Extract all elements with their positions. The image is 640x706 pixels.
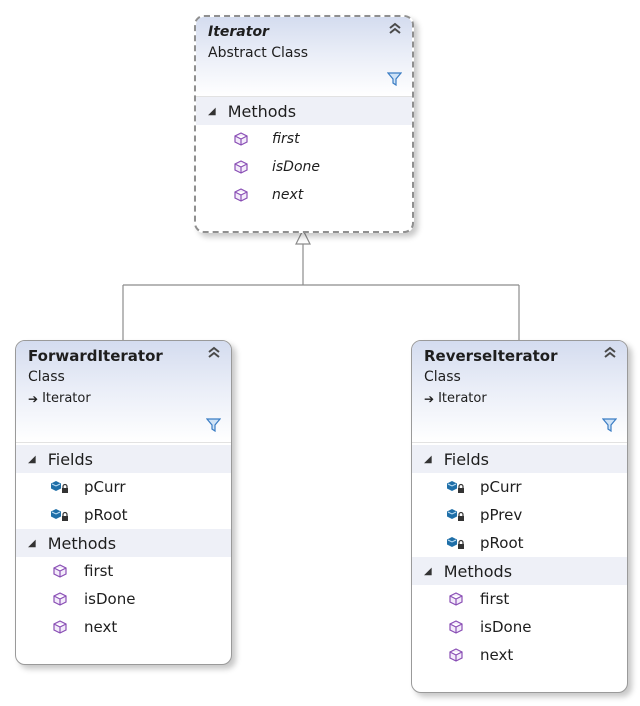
- section-title: Methods: [443, 561, 513, 581]
- method-name: first: [272, 131, 300, 147]
- method-item[interactable]: isDone: [16, 585, 231, 613]
- method-name: next: [272, 187, 304, 203]
- method-cube-icon: [438, 592, 474, 606]
- field-item[interactable]: pRoot: [412, 529, 627, 557]
- field-name: pRoot: [84, 506, 128, 524]
- class-iterator[interactable]: Iterator Abstract Class ◢ Methods first …: [194, 15, 414, 233]
- method-item[interactable]: first: [16, 557, 231, 585]
- method-cube-icon: [438, 620, 474, 634]
- fields-section-header[interactable]: ◢ Fields: [16, 445, 231, 473]
- method-item[interactable]: isDone: [196, 153, 412, 181]
- inheritance-arrow-icon: ➔: [28, 392, 39, 406]
- field-name: pRoot: [480, 534, 524, 552]
- methods-section-header[interactable]: ◢ Methods: [412, 557, 627, 585]
- base-class-name: Iterator: [438, 391, 487, 406]
- method-item[interactable]: first: [196, 125, 412, 153]
- methods-section-header[interactable]: ◢ Methods: [196, 97, 412, 125]
- section-title: Fields: [443, 449, 489, 469]
- method-item[interactable]: next: [196, 181, 412, 209]
- method-cube-icon: [223, 160, 259, 174]
- triangle-down-icon[interactable]: ◢: [424, 565, 432, 577]
- chevron-double-up-icon[interactable]: [603, 346, 617, 360]
- method-cube-icon: [438, 648, 474, 662]
- method-name: isDone: [84, 590, 136, 608]
- triangle-down-icon[interactable]: ◢: [28, 537, 36, 549]
- field-item[interactable]: pCurr: [16, 473, 231, 501]
- chevron-double-up-icon[interactable]: [207, 346, 221, 360]
- base-class[interactable]: ➔ Iterator: [424, 388, 615, 410]
- method-name: isDone: [272, 159, 321, 175]
- method-name: first: [480, 590, 510, 608]
- class-name: ReverseIterator: [424, 347, 558, 365]
- method-name: next: [480, 646, 514, 664]
- field-name: pPrev: [480, 506, 523, 524]
- base-class-name: Iterator: [42, 391, 91, 406]
- method-cube-icon: [42, 564, 78, 578]
- class-stereotype: Abstract Class: [208, 45, 309, 61]
- class-reverse-iterator[interactable]: ReverseIterator Class ➔ Iterator ◢ Field…: [411, 340, 628, 693]
- method-item[interactable]: next: [16, 613, 231, 641]
- filter-icon[interactable]: [205, 417, 222, 436]
- class-forward-iterator[interactable]: ForwardIterator Class ➔ Iterator ◢ Field…: [15, 340, 232, 665]
- private-field-icon: [438, 508, 474, 522]
- inheritance-arrow-icon: ➔: [424, 392, 435, 406]
- chevron-double-up-icon[interactable]: [388, 22, 402, 36]
- field-item[interactable]: pCurr: [412, 473, 627, 501]
- private-field-icon: [438, 480, 474, 494]
- method-cube-icon: [42, 592, 78, 606]
- method-name: isDone: [480, 618, 532, 636]
- field-name: pCurr: [480, 478, 522, 496]
- field-item[interactable]: pPrev: [412, 501, 627, 529]
- fields-section-header[interactable]: ◢ Fields: [412, 445, 627, 473]
- class-stereotype: Class: [424, 369, 461, 385]
- method-item[interactable]: next: [412, 641, 627, 669]
- class-header: Iterator Abstract Class: [196, 17, 412, 97]
- base-class[interactable]: ➔ Iterator: [28, 388, 219, 410]
- class-name: ForwardIterator: [28, 347, 163, 365]
- section-title: Methods: [47, 533, 117, 553]
- private-field-icon: [438, 536, 474, 550]
- class-header: ReverseIterator Class ➔ Iterator: [412, 341, 627, 443]
- field-item[interactable]: pRoot: [16, 501, 231, 529]
- method-cube-icon: [42, 620, 78, 634]
- class-header: ForwardIterator Class ➔ Iterator: [16, 341, 231, 443]
- triangle-down-icon[interactable]: ◢: [208, 105, 216, 117]
- private-field-icon: [42, 508, 78, 522]
- method-item[interactable]: isDone: [412, 613, 627, 641]
- methods-section-header[interactable]: ◢ Methods: [16, 529, 231, 557]
- method-name: first: [84, 562, 114, 580]
- filter-icon[interactable]: [386, 71, 403, 90]
- generalization-arrowhead: [295, 228, 311, 245]
- field-name: pCurr: [84, 478, 126, 496]
- filter-icon[interactable]: [601, 417, 618, 436]
- class-name: Iterator: [208, 24, 269, 40]
- method-item[interactable]: first: [412, 585, 627, 613]
- method-cube-icon: [223, 132, 259, 146]
- method-cube-icon: [223, 188, 259, 202]
- class-stereotype: Class: [28, 369, 65, 385]
- private-field-icon: [42, 480, 78, 494]
- method-name: next: [84, 618, 118, 636]
- section-title: Fields: [47, 449, 93, 469]
- section-title: Methods: [227, 101, 297, 121]
- triangle-down-icon[interactable]: ◢: [28, 453, 36, 465]
- triangle-down-icon[interactable]: ◢: [424, 453, 432, 465]
